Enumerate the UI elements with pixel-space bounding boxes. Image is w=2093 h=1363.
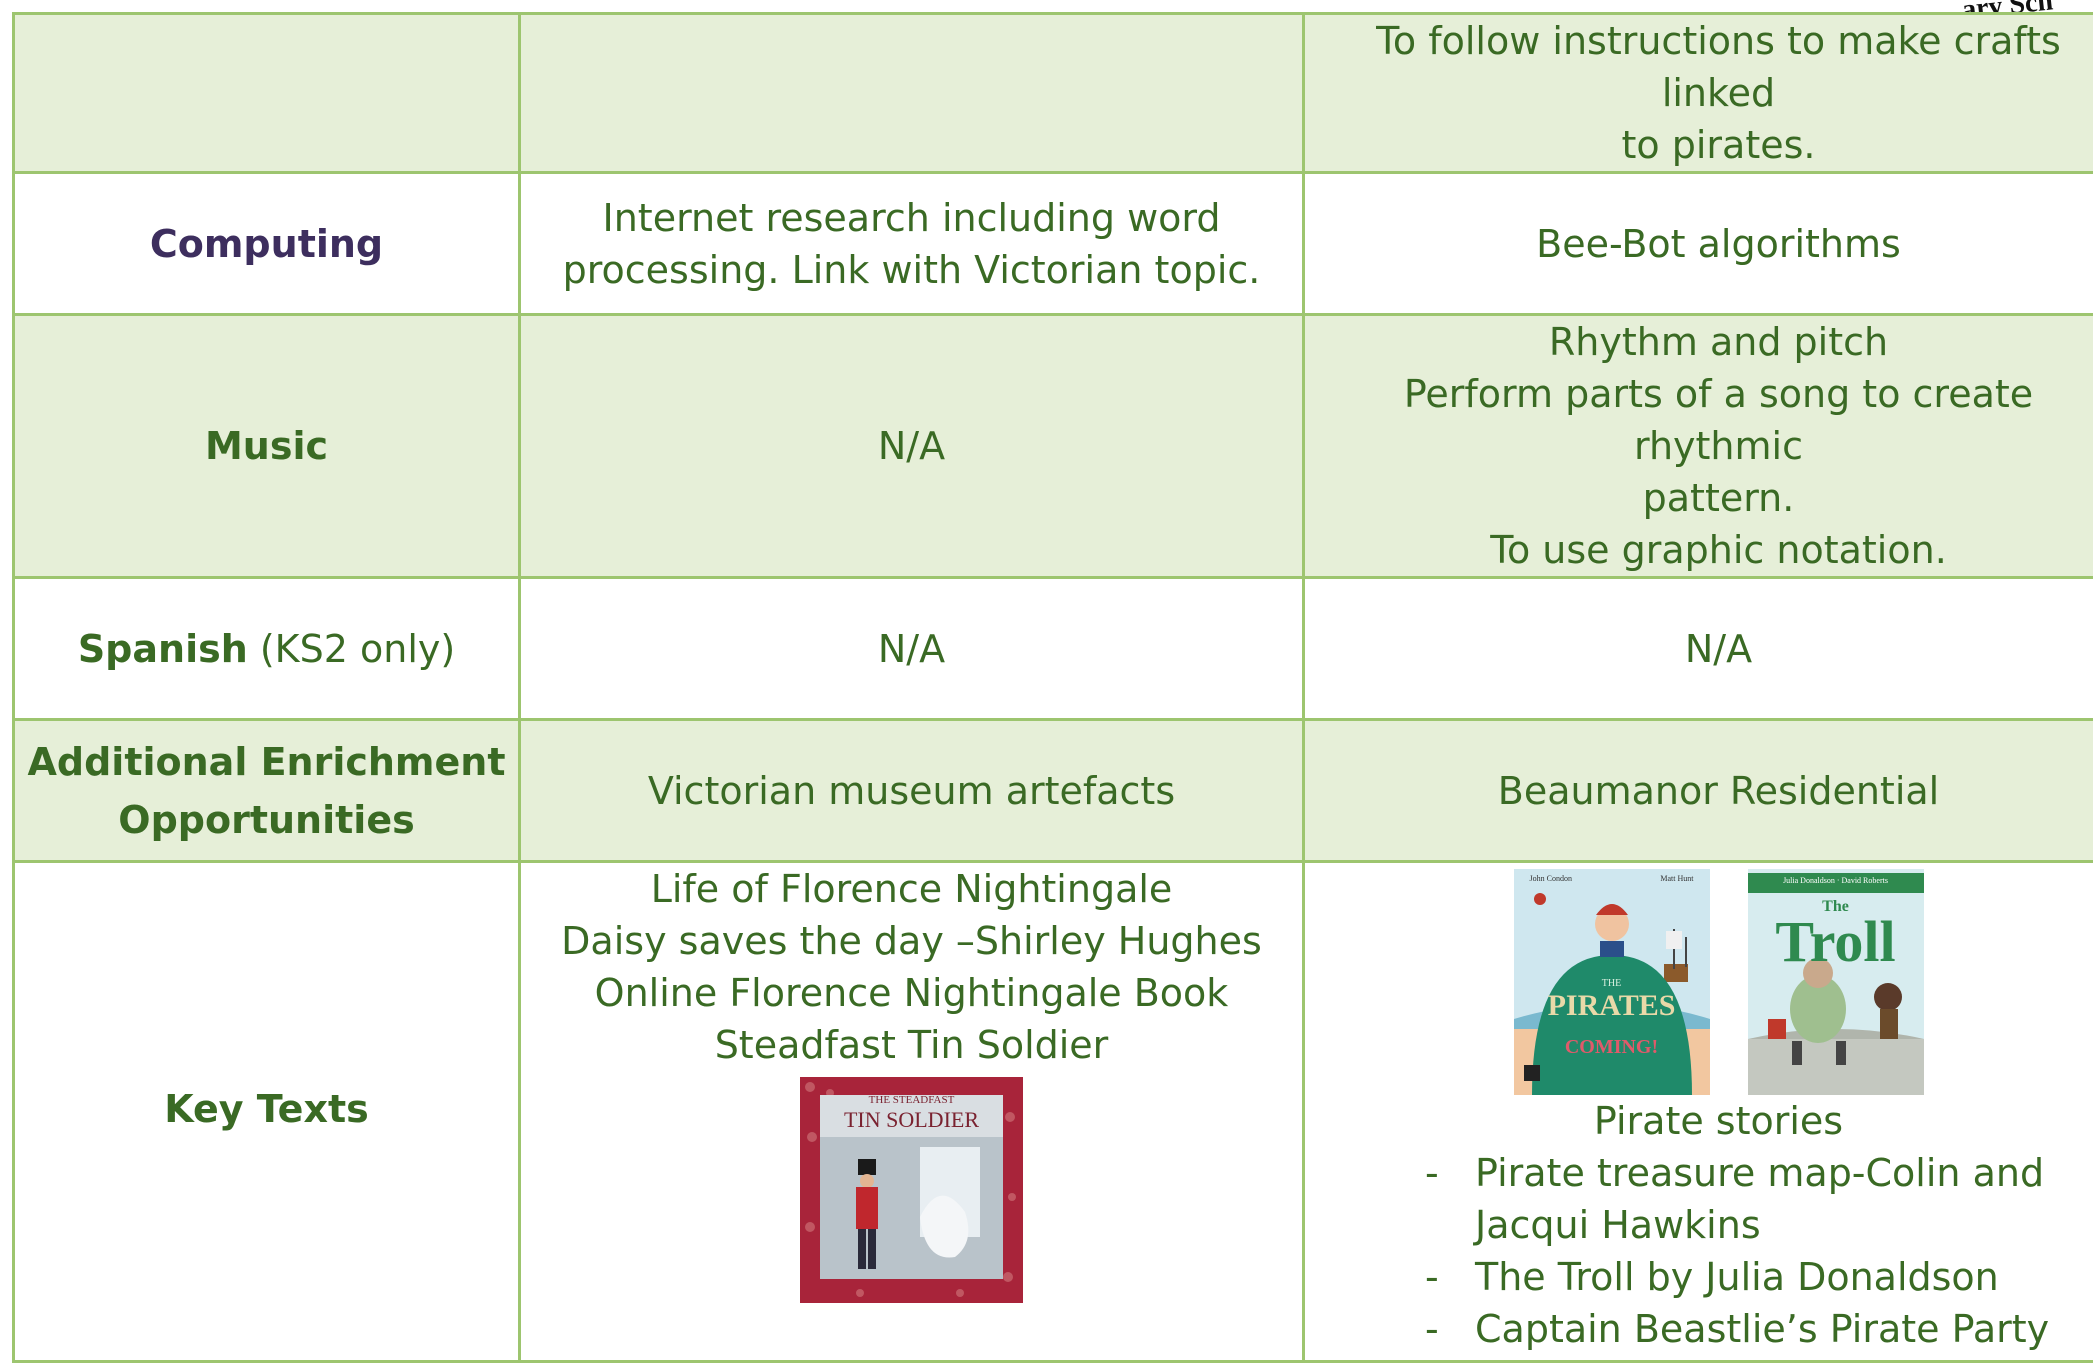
- table-row: Spanish (KS2 only) N/A N/A: [14, 578, 2093, 720]
- list-item-line: Captain Beastlie’s Pirate Party: [1475, 1303, 2093, 1355]
- cover-small-caps: THE STEADFAST: [800, 1095, 1023, 1106]
- col1-cell: Life of Florence Nightingale Daisy saves…: [520, 862, 1304, 1362]
- list-dash: -: [1425, 1147, 1439, 1199]
- list-item: - Pirate treasure map-Colin and Jacqui H…: [1425, 1147, 2093, 1251]
- col1-cell: Victorian museum artefacts: [520, 720, 1304, 862]
- cover-the: THE: [1514, 979, 1710, 989]
- cell-line: to pirates.: [1315, 119, 2093, 171]
- cell-line: pattern.: [1315, 472, 2093, 524]
- curriculum-table: To follow instructions to make crafts li…: [12, 12, 2093, 1363]
- label-line: Additional Enrichment: [25, 733, 508, 791]
- table-row: Computing Internet research including wo…: [14, 173, 2093, 315]
- col2-cell: John Condon Matt Hunt THE PIRATES COMING…: [1304, 862, 2093, 1362]
- pirates-are-coming-cover-image: John Condon Matt Hunt THE PIRATES COMING…: [1514, 869, 1710, 1095]
- row-label-enrichment: Additional Enrichment Opportunities: [14, 720, 520, 862]
- cover-title: PIRATES: [1514, 991, 1710, 1021]
- book-title: Life of Florence Nightingale: [531, 863, 1292, 915]
- cell-line: To follow instructions to make crafts li…: [1315, 15, 2093, 119]
- list-item: - Captain Beastlie’s Pirate Party: [1425, 1303, 2093, 1355]
- col2-cell: To follow instructions to make crafts li…: [1304, 14, 2093, 173]
- cell-line: Perform parts of a song to create rhythm…: [1315, 368, 2093, 472]
- label-main: Spanish: [78, 627, 248, 671]
- book-title: Steadfast Tin Soldier: [531, 1019, 1292, 1071]
- row-label: [14, 14, 520, 173]
- cover-banner: Julia Donaldson · David Roberts: [1748, 877, 1924, 885]
- cell-line: To use graphic notation.: [1315, 524, 2093, 576]
- cover-title: TIN SOLDIER: [800, 1109, 1023, 1131]
- list-item-line: Jacqui Hawkins: [1475, 1199, 2093, 1251]
- row-label-computing: Computing: [14, 173, 520, 315]
- list-item-line: The Troll by Julia Donaldson: [1475, 1251, 2093, 1303]
- list-dash: -: [1425, 1251, 1439, 1303]
- col2-cell: Bee-Bot algorithms: [1304, 173, 2093, 315]
- tin-soldier-cover-image: THE STEADFAST TIN SOLDIER: [800, 1077, 1023, 1303]
- row-label-key-texts: Key Texts: [14, 862, 520, 1362]
- table-row: Additional Enrichment Opportunities Vict…: [14, 720, 2093, 862]
- cell-line: processing. Link with Victorian topic.: [531, 244, 1292, 296]
- table-row: Key Texts Life of Florence Nightingale D…: [14, 862, 2093, 1362]
- the-troll-cover-image: Julia Donaldson · David Roberts The Trol…: [1748, 869, 1924, 1095]
- list-item-line: Pirate treasure map-Colin and: [1475, 1147, 2093, 1199]
- row-label-music: Music: [14, 315, 520, 578]
- table-row: To follow instructions to make crafts li…: [14, 14, 2093, 173]
- list-dash: -: [1425, 1303, 1439, 1355]
- cover-illustrator: Matt Hunt: [1660, 875, 1693, 883]
- cover-title: Troll: [1748, 913, 1924, 971]
- cover-subtitle: COMING!: [1514, 1037, 1710, 1057]
- pirate-stories-list: - Pirate treasure map-Colin and Jacqui H…: [1425, 1147, 2093, 1355]
- col1-cell: Internet research including word process…: [520, 173, 1304, 315]
- col2-cell: Beaumanor Residential: [1304, 720, 2093, 862]
- col2-cell: N/A: [1304, 578, 2093, 720]
- book-covers: John Condon Matt Hunt THE PIRATES COMING…: [1315, 869, 2093, 1095]
- book-title: Daisy saves the day –Shirley Hughes: [531, 915, 1292, 967]
- label-line: Opportunities: [25, 791, 508, 849]
- col1-cell: [520, 14, 1304, 173]
- row-label-spanish: Spanish (KS2 only): [14, 578, 520, 720]
- col1-cell: N/A: [520, 315, 1304, 578]
- col1-cell: N/A: [520, 578, 1304, 720]
- cell-line: Internet research including word: [531, 192, 1292, 244]
- list-heading: Pirate stories: [1315, 1095, 2093, 1147]
- cell-line: Rhythm and pitch: [1315, 316, 2093, 368]
- label-suffix: (KS2 only): [248, 627, 455, 671]
- book-title: Online Florence Nightingale Book: [531, 967, 1292, 1019]
- col2-cell: Rhythm and pitch Perform parts of a song…: [1304, 315, 2093, 578]
- table-row: Music N/A Rhythm and pitch Perform parts…: [14, 315, 2093, 578]
- list-item: - The Troll by Julia Donaldson: [1425, 1251, 2093, 1303]
